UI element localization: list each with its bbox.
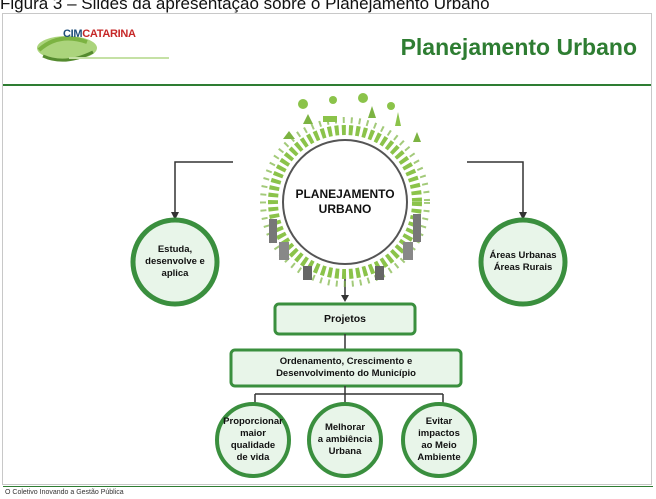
left-node-circle: [130, 217, 220, 307]
arrow-down: [341, 295, 349, 302]
arrow-left: [171, 212, 179, 220]
bottom-node-circle-1: [215, 402, 291, 478]
bottom-node-3-line-1: Evitar: [425, 416, 453, 427]
bottom-node-1-line-2: maior: [240, 428, 266, 439]
right-node-line-1: Áreas Urbanas: [489, 250, 557, 261]
projetos-label: Projetos: [323, 313, 366, 325]
center-circle: [282, 139, 408, 265]
figure-caption: Figura 3 – Slides da apresentação sobre …: [0, 0, 490, 13]
bottom-node-1-line-1: Proporcionar: [223, 416, 283, 427]
bottom-node-1-line-4: de vida: [236, 452, 270, 463]
logo-text-cim: CIM: [63, 28, 83, 40]
connector-branch: [254, 386, 444, 406]
bottom-node-3-line-2: impactos: [418, 428, 460, 439]
slide-header: CIMCATARINA Planejamento Urbano: [3, 14, 651, 86]
bottom-node-2-line-2: a ambiência: [317, 434, 373, 445]
left-node-line-2: desenvolve e: [145, 256, 205, 267]
bottom-node-circle-2: [307, 402, 383, 478]
connector-right: [467, 161, 524, 214]
bottom-node-3-line-4: Ambiente: [417, 452, 461, 463]
center-title: PLANEJAMENTO URBANO: [285, 180, 405, 224]
bottom-node-2-line-3: Urbana: [328, 446, 362, 457]
left-node-line-3: aplica: [161, 268, 189, 279]
cimcatarina-logo: [37, 36, 169, 62]
bottom-node-2-line-1: Melhorar: [324, 422, 366, 433]
bottom-node-3-line-3: ao Meio: [421, 440, 457, 451]
center-line-2: URBANO: [318, 202, 372, 216]
left-node-line-1: Estuda,: [157, 244, 193, 255]
arrow-right: [519, 212, 527, 220]
left-node-label: Estuda, desenvolve e aplica: [135, 240, 215, 284]
city-ring-illustration: [260, 93, 430, 287]
logo-text: CIMCATARINA: [63, 28, 136, 40]
bottom-node-label-1: Proporcionar maior qualidade de vida: [217, 414, 289, 466]
right-node-line-2: Áreas Rurais: [493, 262, 553, 273]
ordenamento-line-2: Desenvolvimento do Município: [276, 368, 416, 379]
ordenamento-line-1: Ordenamento, Crescimento e: [279, 356, 413, 367]
bottom-node-label-3: Evitar impactos ao Meio Ambiente: [403, 414, 475, 466]
right-node-label: Áreas Urbanas Áreas Rurais: [483, 246, 563, 278]
bottom-node-label-2: Melhorar a ambiência Urbana: [309, 420, 381, 460]
page-title: Planejamento Urbano: [400, 34, 637, 60]
bottom-node-circle-3: [401, 402, 477, 478]
logo-text-catarina: CATARINA: [82, 28, 136, 40]
connector-left: [174, 161, 233, 214]
slide: CIMCATARINA Planejamento Urbano: [2, 13, 653, 496]
right-node-circle: [478, 217, 568, 307]
bottom-node-1-line-3: qualidade: [230, 440, 276, 451]
center-line-1: PLANEJAMENTO: [295, 187, 395, 201]
ordenamento-label: Ordenamento, Crescimento e Desenvolvimen…: [231, 350, 461, 386]
planning-diagram: [130, 93, 568, 478]
ordenamento-box: [229, 348, 463, 388]
